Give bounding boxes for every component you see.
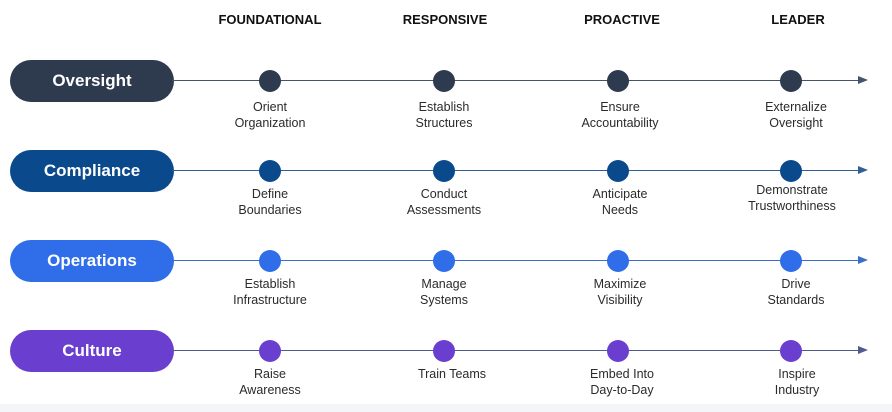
- column-header-leader: LEADER: [771, 12, 825, 27]
- oversight-node-foundational: [259, 70, 281, 92]
- oversight-node-responsive: [433, 70, 455, 92]
- footer-strip: [0, 404, 892, 412]
- culture-node-responsive: [433, 340, 455, 362]
- column-header-proactive: PROACTIVE: [584, 12, 660, 27]
- oversight-node-leader: [780, 70, 802, 92]
- operations-timeline: [172, 260, 860, 261]
- operations-arrow-icon: [858, 256, 868, 264]
- culture-step-responsive: Train Teams: [417, 367, 487, 381]
- compliance-node-proactive: [607, 160, 629, 182]
- operations-node-leader: [780, 250, 802, 272]
- compliance-arrow-icon: [858, 166, 868, 174]
- compliance-node-responsive: [433, 160, 455, 182]
- oversight-timeline: [172, 80, 860, 81]
- column-header-foundational: FOUNDATIONAL: [218, 12, 322, 27]
- culture-timeline: [172, 350, 860, 351]
- culture-node-foundational: [259, 340, 281, 362]
- oversight-pill: Oversight: [10, 60, 174, 102]
- compliance-timeline: [172, 170, 860, 171]
- operations-node-responsive: [433, 250, 455, 272]
- culture-node-proactive: [607, 340, 629, 362]
- operations-pill: Operations: [10, 240, 174, 282]
- compliance-pill: Compliance: [10, 150, 174, 192]
- operations-node-foundational: [259, 250, 281, 272]
- operations-node-proactive: [607, 250, 629, 272]
- culture-node-leader: [780, 340, 802, 362]
- compliance-node-leader: [780, 160, 802, 182]
- compliance-node-foundational: [259, 160, 281, 182]
- culture-arrow-icon: [858, 346, 868, 354]
- culture-pill: Culture: [10, 330, 174, 372]
- oversight-node-proactive: [607, 70, 629, 92]
- column-header-responsive: RESPONSIVE: [402, 12, 488, 27]
- oversight-arrow-icon: [858, 76, 868, 84]
